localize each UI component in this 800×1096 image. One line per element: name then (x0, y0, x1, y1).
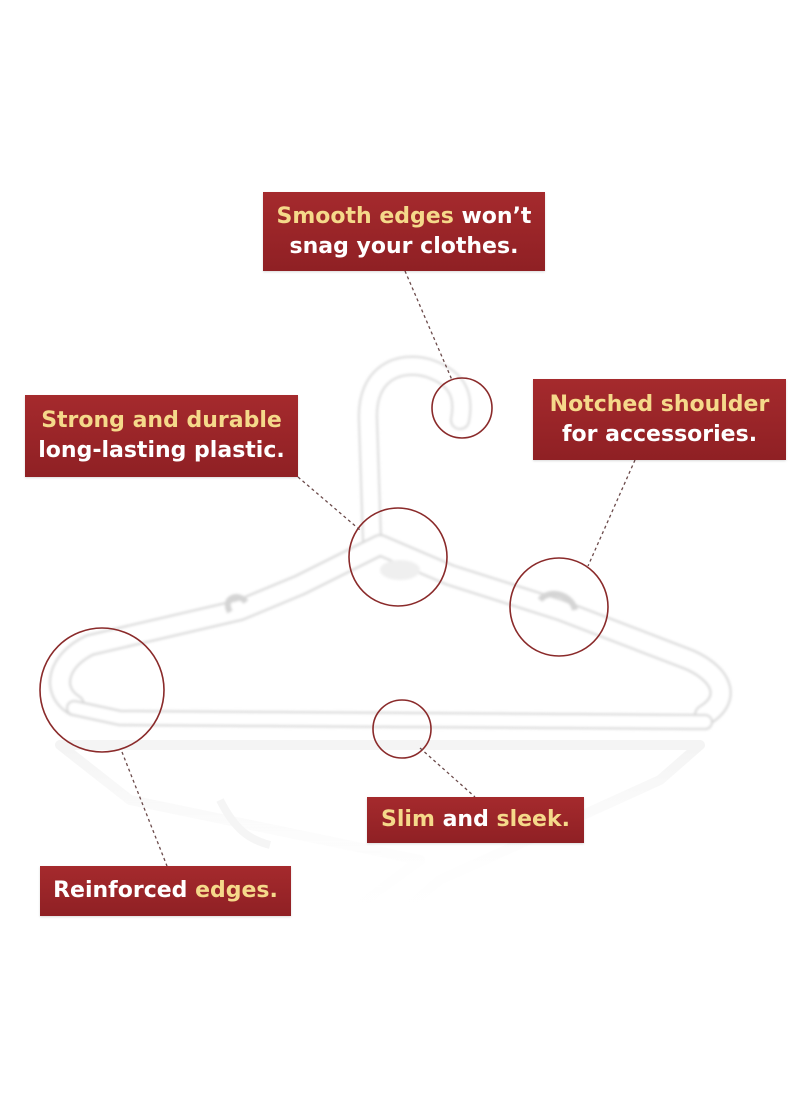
circle-notch (509, 557, 609, 657)
detail-circles (39, 377, 609, 759)
plain-text: Reinforced (53, 878, 196, 903)
highlight-text: Slim (381, 807, 435, 832)
leader-reinforced (121, 751, 168, 867)
callout-slim-sleek: Slim and sleek. (367, 797, 584, 843)
highlight-text: sleek. (496, 807, 570, 832)
plain-text: won’t (453, 203, 532, 229)
hanger-reflection (55, 740, 705, 935)
callout-strong-line1: Strong and durable (41, 408, 282, 433)
leader-notched (587, 459, 636, 567)
callout-notched-line2: for accessories. (561, 421, 758, 447)
callout-strong-durable: Strong and durable long-lasting plastic. (25, 395, 298, 477)
callout-smooth-line1: Smooth edges won’t (277, 202, 532, 232)
circle-hook-tip (431, 377, 493, 439)
highlight-text: edges. (195, 878, 278, 903)
callout-smooth-edges: Smooth edges won’t snag your clothes. (263, 192, 545, 271)
callout-reinforced-line: Reinforced edges. (53, 876, 278, 906)
callout-strong-line2: long-lasting plastic. (38, 438, 285, 463)
callout-reinforced-edges: Reinforced edges. (40, 866, 291, 916)
highlight-text: Smooth edges (276, 203, 454, 229)
callout-smooth-line2: snag your clothes. (289, 233, 519, 259)
hanger-body (49, 355, 732, 730)
callout-notched-shoulder: Notched shoulder for accessories. (533, 379, 786, 460)
circle-bar (372, 699, 432, 759)
plain-text: and (434, 807, 497, 832)
circle-end (39, 627, 165, 753)
leader-lines (121, 270, 636, 867)
callout-slim-line: Slim and sleek. (381, 805, 570, 835)
leader-smooth (404, 270, 453, 381)
leader-strong (297, 476, 361, 531)
callout-notched-line1: Notched shoulder (549, 391, 770, 417)
leader-slim (419, 747, 476, 798)
circle-neck (348, 507, 448, 607)
